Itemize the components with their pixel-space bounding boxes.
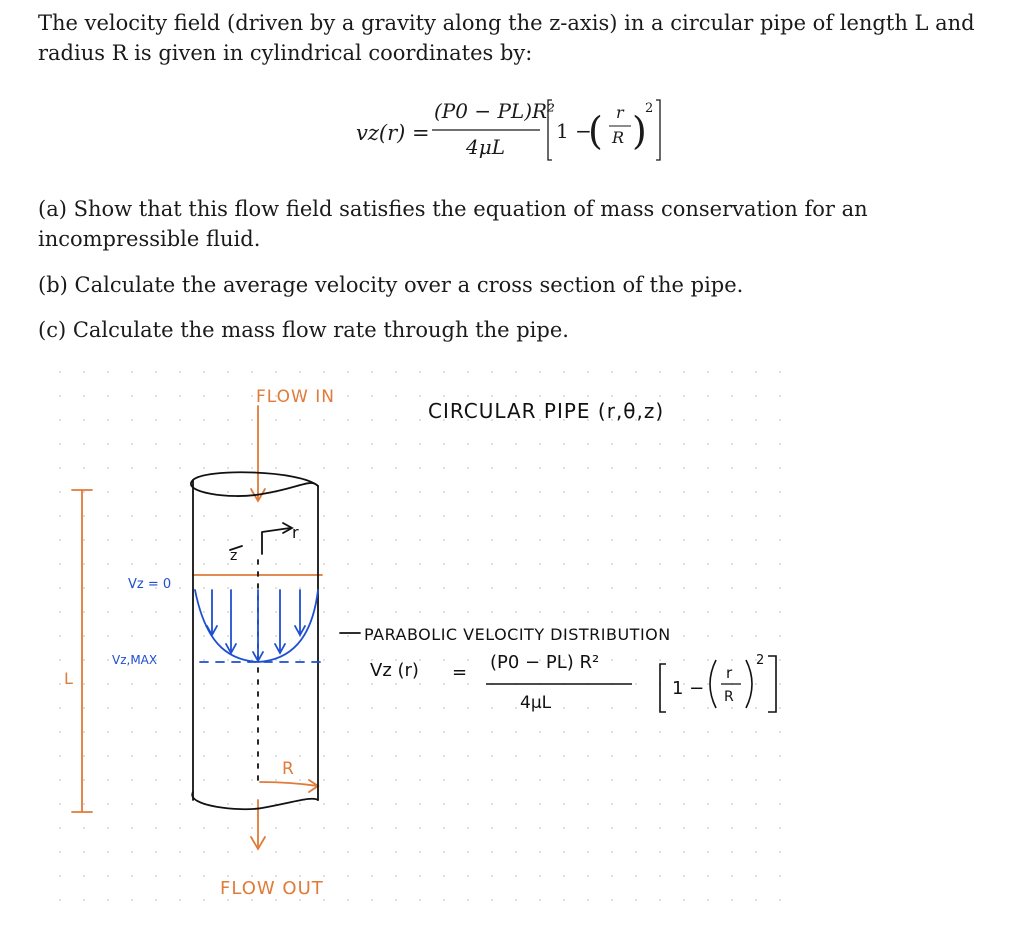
flow-out-label: FLOW OUT — [220, 878, 324, 899]
part-c-text: Calculate the mass flow rate through the… — [72, 318, 569, 342]
part-a-label: (a) — [38, 197, 67, 221]
sketch-eq-lhs: Vz (r) — [370, 660, 419, 681]
intro-text: The velocity field (driven by a gravity … — [38, 11, 975, 65]
sketch-eq-denominator: 4μL — [520, 693, 552, 713]
vz-zero-label: Vz = 0 — [128, 577, 171, 592]
vz-max-label: Vz,MAX — [112, 653, 157, 667]
part-c: (c) Calculate the mass flow rate through… — [38, 315, 998, 345]
velocity-vector-heads — [206, 625, 306, 663]
sketch-eq-numerator: (P0 − PL) R² — [490, 652, 599, 673]
pipe-top-ellipse-back — [192, 471, 319, 487]
part-b-text: Calculate the average velocity over a cr… — [74, 273, 744, 297]
pipe-title: CIRCULAR PIPE (r,θ,z) — [428, 399, 664, 423]
equation-left-bracket — [547, 99, 552, 161]
equation-ratio-denominator: R — [611, 128, 624, 147]
equation-lhs: vz(r) = — [356, 121, 430, 145]
pipe-bottom-ellipse — [191, 791, 319, 811]
profile-caption: PARABOLIC VELOCITY DISTRIBUTION — [364, 625, 671, 644]
pipe-top-ellipse — [190, 479, 319, 497]
sketch-eq-ratio-numerator: r — [726, 664, 733, 682]
flow-in-label: FLOW IN — [256, 387, 335, 407]
equation-ratio-numerator: r — [616, 103, 625, 122]
z-axis-label: z — [230, 548, 237, 564]
velocity-equation: vz(r) = (P0 − PL)R² 4μL 1 − ( r R ) 2 — [356, 99, 661, 161]
sketch-eq-bracket-one: 1 − — [672, 678, 704, 699]
problem-intro: The velocity field (driven by a gravity … — [38, 8, 998, 68]
sketch-eq-exponent: 2 — [756, 653, 764, 668]
part-b: (b) Calculate the average velocity over … — [38, 270, 998, 300]
equation-right-bracket — [656, 99, 661, 161]
z-axis-tick — [229, 545, 243, 551]
flow-out-arrowhead — [250, 836, 266, 851]
equation-bracket-one: 1 − — [556, 119, 592, 143]
sketch-eq-right-bracket — [768, 655, 777, 713]
dot-grid-background — [40, 370, 800, 910]
part-a: (a) Show that this flow field satisfies … — [38, 194, 998, 254]
length-bracket — [71, 489, 93, 813]
pipe-sketch: FLOW IN CIRCULAR PIPE (r,θ,z) z r Vz = 0… — [40, 370, 800, 910]
equation-exponent: 2 — [645, 101, 653, 116]
length-label: L — [64, 669, 73, 688]
part-b-label: (b) — [38, 273, 68, 297]
coordinate-axes — [261, 522, 294, 555]
equation-right-paren: ) — [632, 109, 647, 153]
sketch-eq-ratio-denominator: R — [724, 689, 734, 705]
sketch-eq-left-bracket — [659, 663, 666, 713]
radius-label: R — [282, 759, 294, 779]
part-c-label: (c) — [38, 318, 67, 342]
equation-denominator: 4μL — [465, 135, 505, 159]
r-axis-label: r — [292, 523, 299, 542]
part-a-text: Show that this flow field satisfies the … — [38, 197, 868, 251]
sketch-eq-right-paren — [745, 659, 753, 709]
sketch-eq-equals: = — [452, 662, 467, 683]
equation-left-paren: ( — [588, 109, 603, 153]
sketch-eq-left-paren — [709, 659, 717, 709]
equation-numerator: (P0 − PL)R² — [434, 99, 555, 123]
